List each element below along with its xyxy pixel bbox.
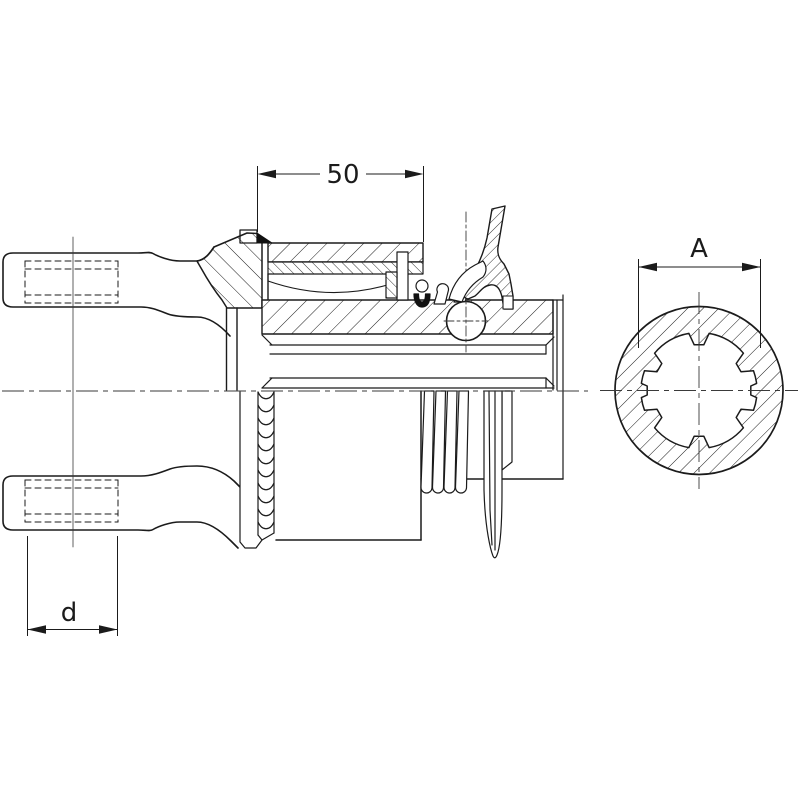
dimension-yoke-bore: d [27,536,118,636]
dimension-label-50: 50 [326,160,359,190]
wave-spring [267,280,395,294]
main-centerline [2,390,798,392]
seal-wedge [256,232,273,244]
coil-spring [420,390,470,494]
hidden-bore-lines-top [24,260,119,304]
spline-ring-hatch [614,306,783,475]
splined-shaft [261,294,564,480]
dimension-collar-length: 50 [257,160,424,242]
lever-fork [448,260,487,303]
side-section-view [2,205,564,559]
hidden-bore-lines-bottom [24,479,119,523]
spline-bore-profile [640,332,758,449]
release-collar-section [267,242,424,301]
dimension-spline-bore: A [638,234,761,348]
locking-ball [443,211,489,353]
dimension-label-A: A [690,234,708,264]
detent-ball-small [415,279,429,293]
ball-seat-cup [413,293,431,308]
release-cone [483,390,513,559]
yoke-arm-bottom [2,465,241,549]
lever-tab [502,295,514,310]
collar-sleeve-bellows [239,391,275,549]
dimension-label-d: d [61,598,78,628]
yoke-arm-top [2,246,231,337]
